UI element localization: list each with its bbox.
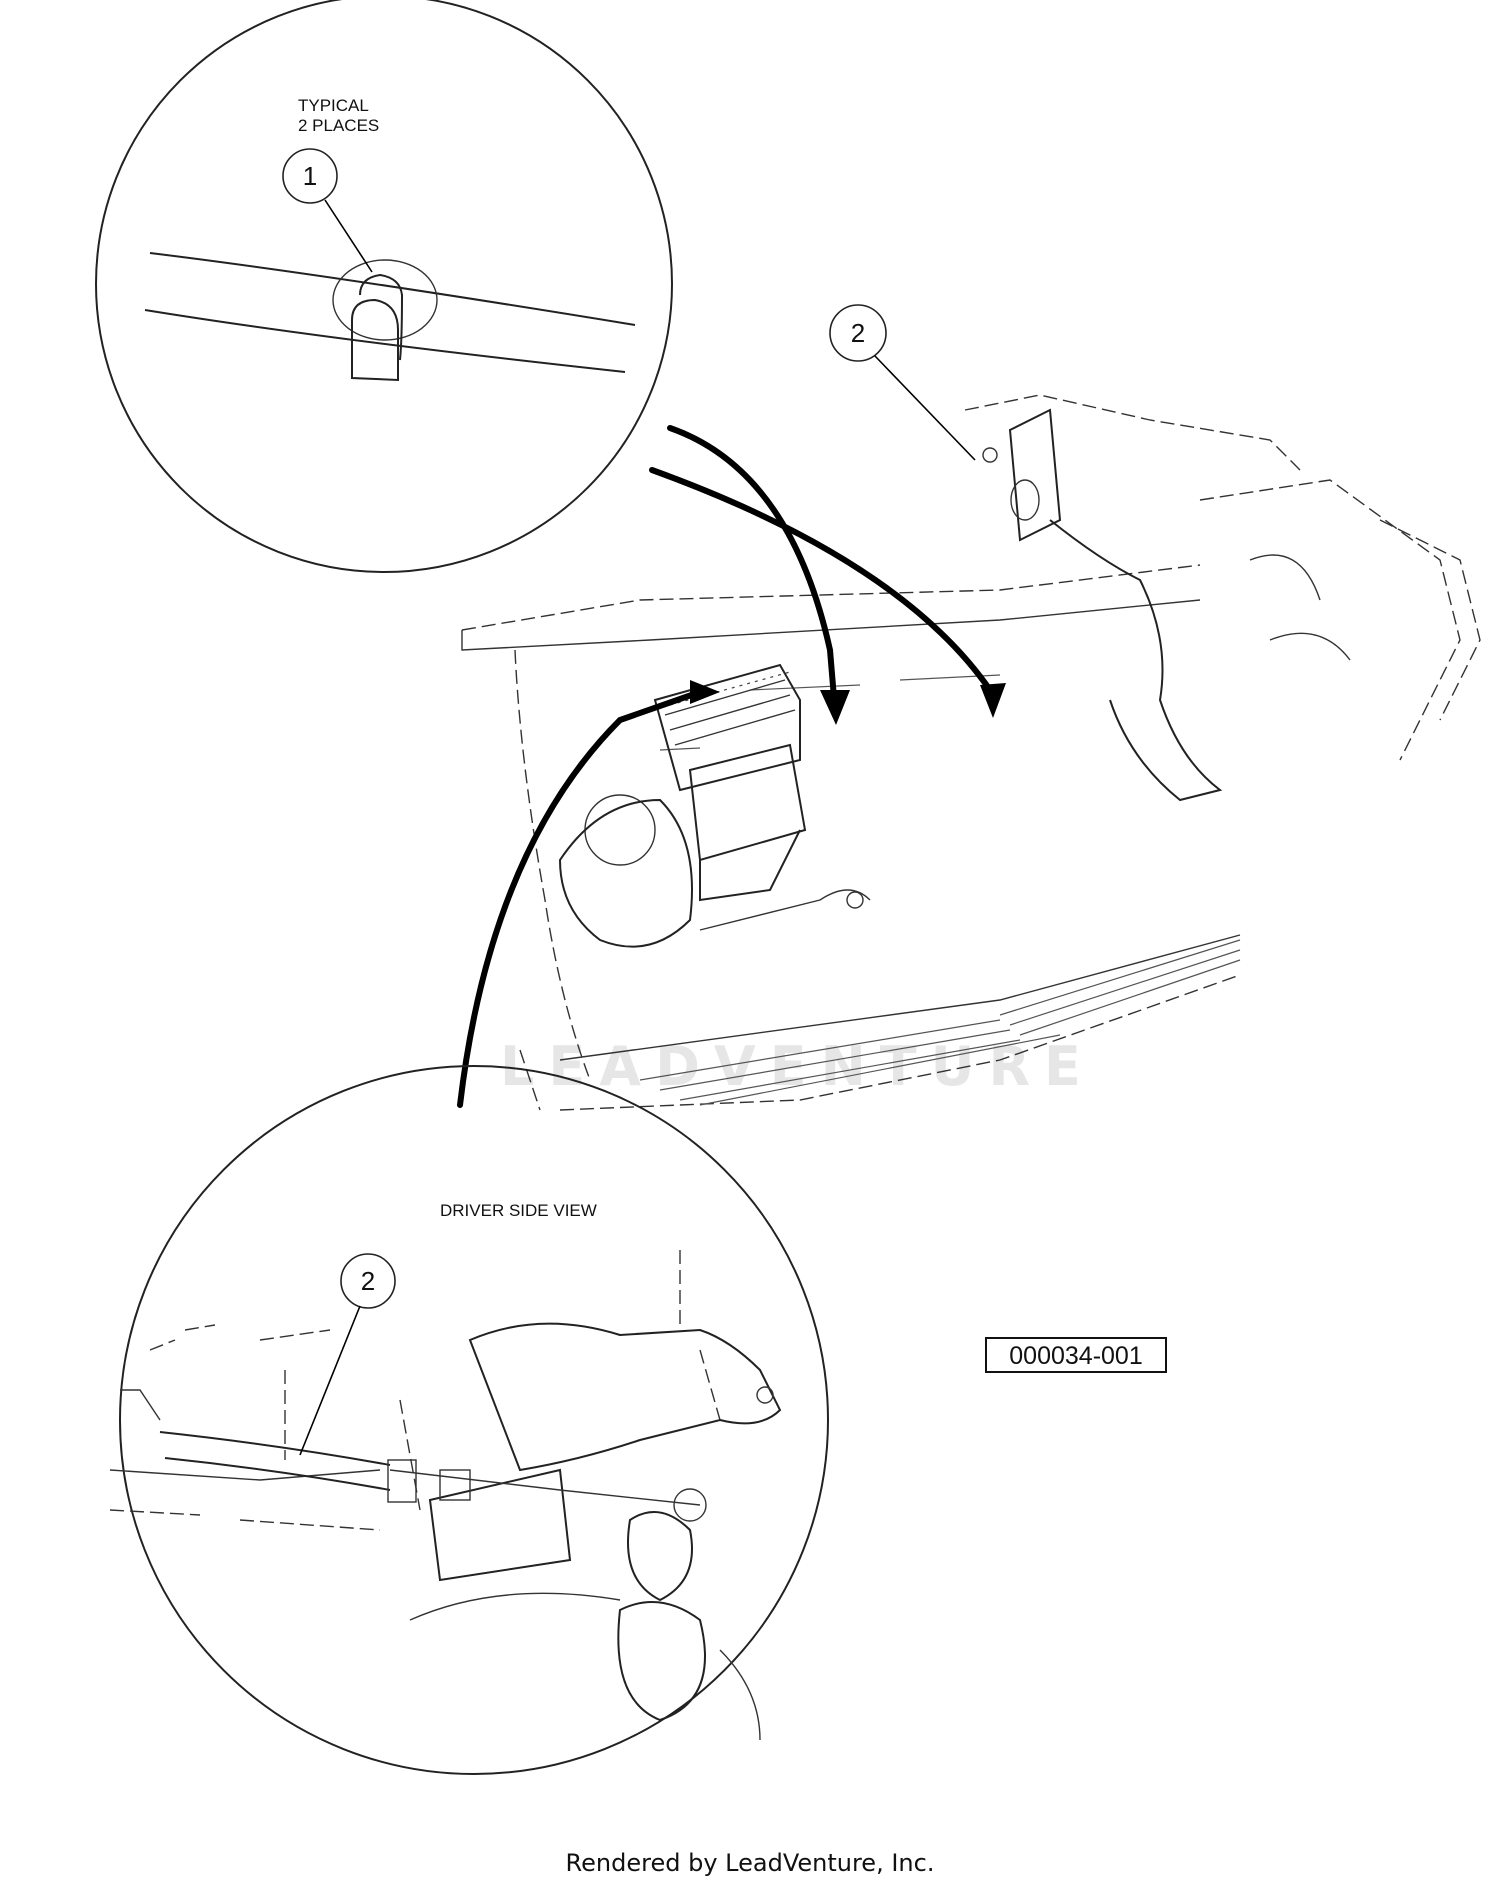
- detail-typical-clip: TYPICAL 2 PLACES 1: [95, 0, 673, 573]
- document-number: 000034-001: [1009, 1342, 1142, 1370]
- document-number-box: 000034-001: [985, 1337, 1167, 1373]
- hose-clip: [332, 259, 438, 382]
- detail-lead-3: [457, 689, 703, 1108]
- driver-side-view-title: DRIVER SIDE VIEW: [440, 1201, 597, 1220]
- detail-lead-1: [667, 425, 838, 713]
- callout-2-detail: 2: [361, 1266, 375, 1296]
- control-console: [964, 394, 1481, 802]
- main-assembly-view: LEADVENTURE: [457, 304, 1481, 1111]
- brake-hose: [159, 1431, 391, 1466]
- callout-1: 1: [303, 161, 317, 191]
- detail-lead-2: [649, 467, 996, 703]
- note-typical: TYPICAL: [298, 96, 369, 115]
- note-2-places: 2 PLACES: [298, 116, 379, 135]
- detail-driver-side: DRIVER SIDE VIEW 2: [109, 1065, 829, 1775]
- footer-credit: Rendered by LeadVenture, Inc.: [566, 1849, 935, 1877]
- main-callout-2: 2: [829, 304, 976, 461]
- svg-text:2: 2: [851, 318, 865, 348]
- hose-upper-edge: [149, 252, 636, 326]
- hose-lower-edge: [144, 309, 626, 373]
- engine: [558, 663, 871, 948]
